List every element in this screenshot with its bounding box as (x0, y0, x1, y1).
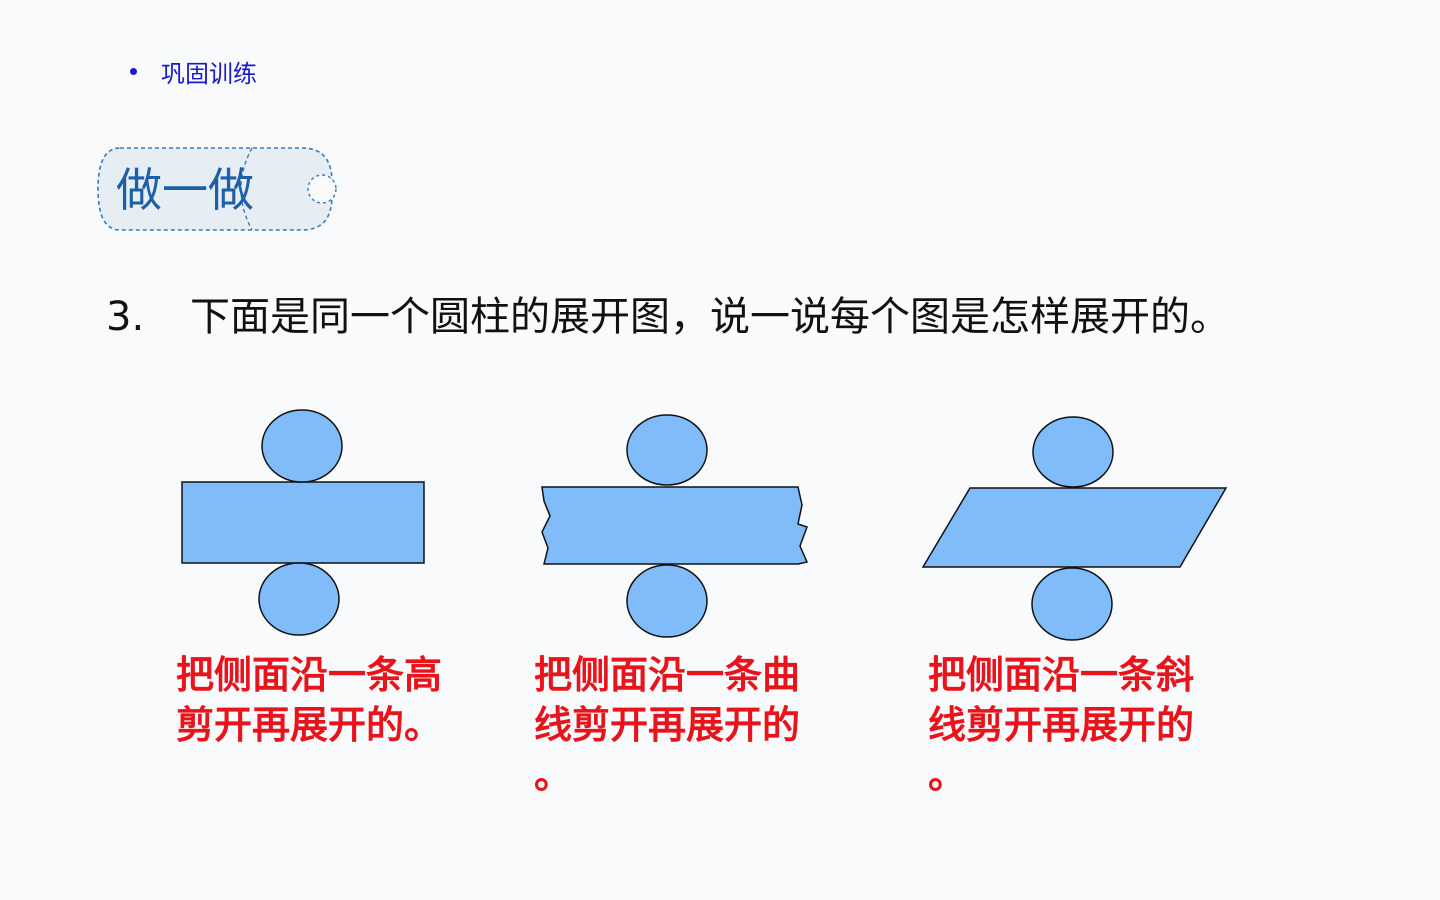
section-title: 巩固训练 (161, 60, 257, 88)
cylinder-net-curved-cut (536, 410, 812, 646)
question-number: 3. (106, 294, 145, 340)
zuo-yi-zuo-badge: 做一做 (92, 142, 348, 236)
caption-line: 剪开再展开的。 (176, 703, 443, 747)
question-text: 下面是同一个圆柱的展开图，说一说每个图是怎样展开的。 (190, 294, 1230, 340)
caption-line: 把侧面沿一条曲 (534, 653, 801, 697)
caption-line: 。 (928, 753, 967, 797)
caption-line: 线剪开再展开的 (928, 703, 1195, 747)
cylinder-net-rectangle (176, 406, 430, 642)
caption-line: 把侧面沿一条高 (176, 653, 443, 697)
caption-rectangle: 把侧面沿一条高 剪开再展开的。 (176, 650, 442, 750)
badge-label: 做一做 (116, 163, 254, 217)
question-line: 3. 下面是同一个圆柱的展开图，说一说每个图是怎样展开的。 (106, 284, 1230, 342)
caption-line: 。 (534, 753, 573, 797)
caption-curved-cut: 把侧面沿一条曲 线剪开再展开的 。 (534, 650, 800, 800)
caption-line: 把侧面沿一条斜 (928, 653, 1195, 697)
caption-parallelogram: 把侧面沿一条斜 线剪开再展开的 。 (928, 650, 1194, 800)
bullet-item: 巩固训练 (130, 54, 257, 89)
caption-line: 线剪开再展开的 (534, 703, 801, 747)
bullet-dot-icon (130, 68, 137, 75)
cylinder-net-parallelogram (920, 414, 1230, 648)
